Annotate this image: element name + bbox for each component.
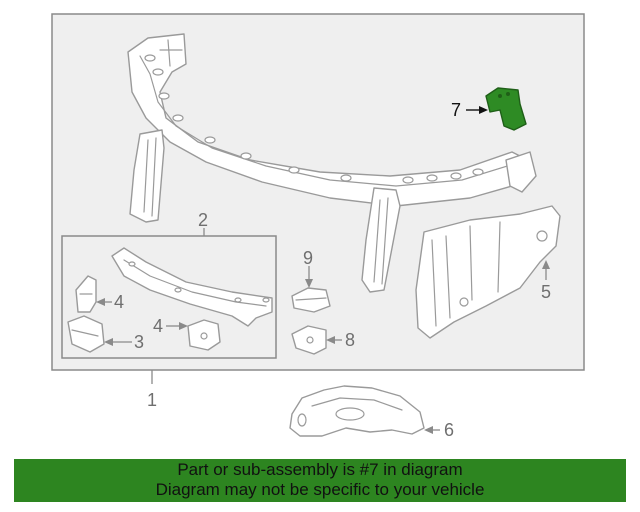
bracket-8-part [291,325,327,355]
callout-arrow-6 [424,426,440,434]
callout-number-4a: 4 [114,292,124,312]
callout-number-8: 8 [345,330,355,350]
bracket-9-part [291,287,331,313]
part-7-highlighted [485,87,527,131]
callout-number-1: 1 [147,390,157,410]
callout-number-9: 9 [303,248,313,268]
banner-line-1: Part or sub-assembly is #7 in diagram [177,460,463,479]
bracket-4b-part [187,319,221,351]
sub-assembly-box [61,235,277,359]
callout-arrow-4b [166,322,188,330]
banner-line-2: Diagram may not be specific to your vehi… [155,480,485,499]
bracket-6-part [289,385,425,437]
tie-bar-part [127,33,537,293]
callout-number-2: 2 [198,210,208,230]
callout-arrow-7 [466,106,488,114]
callout-arrow-8 [326,336,342,344]
callout-number-6: 6 [444,420,454,440]
callout-arrow-5 [542,260,550,280]
callout-number-7: 7 [451,100,461,120]
bracket-3-part [67,315,105,353]
lower-bar-part [111,247,273,327]
info-banner: Part or sub-assembly is #7 in diagram Di… [14,459,626,502]
parts-diagram: 1 2 3 4 4 5 6 7 8 9 [51,13,585,440]
side-panel-part [415,205,561,339]
callout-number-5: 5 [541,282,551,302]
tie-bar-holes [144,54,484,184]
callout-arrow-3 [104,338,132,346]
callout-number-4b: 4 [153,316,163,336]
callout-number-3: 3 [134,332,144,352]
callout-arrow-9 [305,266,313,288]
callout-arrow-4a [96,298,112,306]
